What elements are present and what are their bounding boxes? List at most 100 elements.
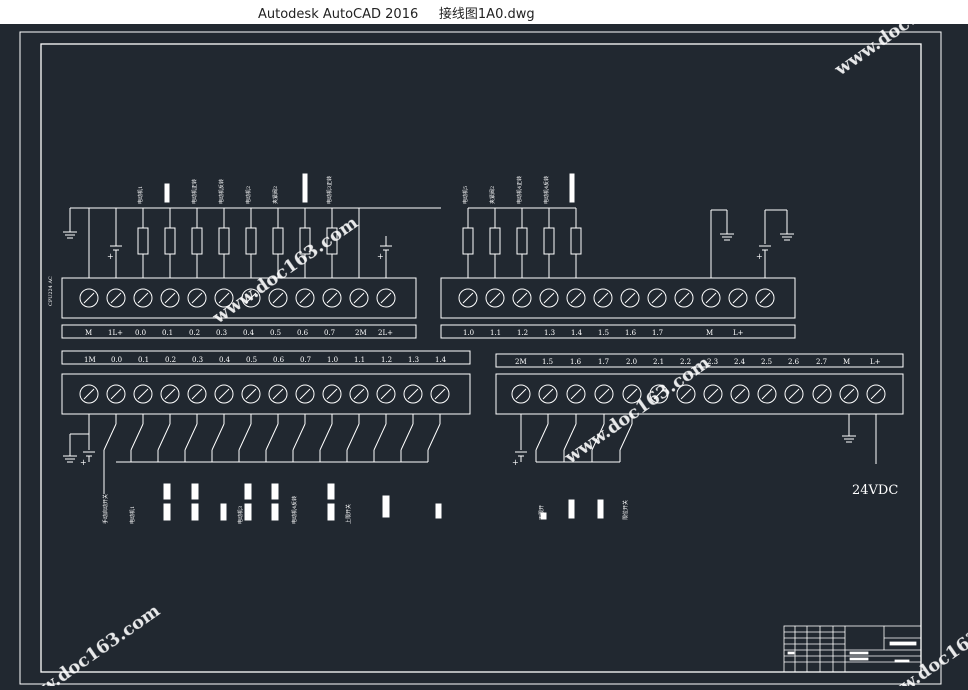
terminal-slot (598, 388, 610, 400)
watermark-bottom-left: www.doc163.com (10, 600, 164, 686)
switch-label-bottom-right: 限位开关 (622, 500, 629, 520)
terminal-slot (299, 292, 311, 304)
terminal-slot (110, 388, 122, 400)
plc-top-left-terminal-block (61, 277, 417, 319)
terminal-screw-bottom-left (160, 384, 180, 404)
load-label-top-left: 电动机正转 (191, 179, 198, 204)
supply-voltage-label: 24VDC (852, 483, 898, 498)
input-label-bottom-left: 0.1 (138, 356, 149, 364)
terminal-screw-bottom-right (594, 384, 614, 404)
switch-contact (619, 423, 633, 451)
output-label-top-left: 0.7 (324, 329, 335, 337)
terminal-screw-top-left (79, 288, 99, 308)
load-label-top-left: 电动机3正转 (326, 176, 333, 204)
load-resistor (516, 227, 528, 255)
terminal-slot (110, 292, 122, 304)
output-label-top-left: M (85, 329, 92, 337)
terminal-slot (380, 388, 392, 400)
title-block (783, 625, 922, 673)
terminal-screw-top-right (485, 288, 505, 308)
terminal-slot (680, 388, 692, 400)
input-label-bottom-right: 2.5 (761, 358, 772, 366)
input-label-bottom-left: 0.0 (111, 356, 122, 364)
terminal-screw-top-left (376, 288, 396, 308)
terminal-screw-bottom-left (106, 384, 126, 404)
terminal-screw-bottom-left (133, 384, 153, 404)
input-label-bottom-right: 2.0 (626, 358, 637, 366)
terminal-screw-bottom-right (730, 384, 750, 404)
terminal-screw-bottom-right (703, 384, 723, 404)
terminal-slot (732, 292, 744, 304)
switch-contact (265, 423, 279, 451)
terminal-slot (272, 388, 284, 400)
switch-label-bottom-left: 电动机4反转 (291, 496, 298, 524)
load-label-top-left: 电动机1 (137, 186, 144, 204)
marker-bar (163, 503, 171, 521)
terminal-screw-bottom-right (649, 384, 669, 404)
marker-bar (191, 483, 199, 500)
marker-bar (220, 503, 227, 521)
terminal-screw-top-right (755, 288, 775, 308)
terminal-screw-top-right (593, 288, 613, 308)
terminal-screw-bottom-right (757, 384, 777, 404)
terminal-screw-bottom-left (376, 384, 396, 404)
battery-plus-sign: + (377, 252, 384, 261)
input-label-bottom-left: 1.1 (354, 356, 365, 364)
terminal-slot (515, 388, 527, 400)
terminal-slot (407, 388, 419, 400)
terminal-slot (705, 292, 717, 304)
terminal-screw-top-right (539, 288, 559, 308)
terminal-screw-bottom-right (511, 384, 531, 404)
switch-contact (130, 423, 144, 451)
terminal-screw-bottom-right (622, 384, 642, 404)
terminal-screw-top-right (620, 288, 640, 308)
input-label-bottom-right: L+ (870, 358, 881, 366)
terminal-slot (164, 388, 176, 400)
switch-contact (373, 423, 387, 451)
terminal-screw-top-right (566, 288, 586, 308)
watermark-right-center: www.doc163.com (560, 352, 714, 469)
input-label-bottom-right: 2.6 (788, 358, 800, 366)
load-label-top-left: 夹紧阀2 (272, 186, 279, 204)
watermark-center: www.doc163.com (208, 212, 362, 329)
terminal-slot (434, 388, 446, 400)
load-label-top-right: 电动机4反转 (543, 176, 550, 204)
input-label-bottom-left: 0.4 (219, 356, 231, 364)
switch-label-bottom-left: 电动机3 (237, 506, 244, 524)
plc-top-right-label-strip (440, 324, 796, 339)
output-label-top-left: 1L+ (108, 329, 123, 337)
terminal-slot (626, 388, 638, 400)
terminal-screw-bottom-left (430, 384, 450, 404)
outer-frame (19, 31, 942, 685)
terminal-slot (788, 388, 800, 400)
switch-contact (346, 423, 360, 451)
output-label-top-left: 0.3 (216, 329, 227, 337)
switch-contact (238, 423, 252, 451)
marker-bar (164, 183, 170, 203)
terminal-slot (542, 388, 554, 400)
switch-label-bottom-right: 下限开 (538, 505, 545, 520)
switch-contact (427, 423, 441, 451)
terminal-slot (570, 388, 582, 400)
switch-label-bottom-left: 手动启动开关 (102, 494, 109, 524)
terminal-screw-top-left (241, 288, 261, 308)
plc-bottom-left-terminal-block (61, 373, 471, 415)
output-label-top-left: 0.2 (189, 329, 200, 337)
terminal-slot (707, 388, 719, 400)
terminal-screw-bottom-right (538, 384, 558, 404)
terminal-slot (137, 292, 149, 304)
terminal-slot (678, 292, 690, 304)
marker-bar (568, 499, 575, 519)
input-label-bottom-left: 1.2 (381, 356, 392, 364)
load-resistor (489, 227, 501, 255)
title-bar: Autodesk AutoCAD 2016 接线图1A0.dwg (0, 0, 968, 24)
terminal-screw-bottom-left (295, 384, 315, 404)
input-label-bottom-right: 1.5 (542, 358, 553, 366)
plc-bottom-right-label-strip (495, 353, 904, 368)
load-label-top-left: 电动机反转 (218, 179, 225, 204)
terminal-slot (218, 292, 230, 304)
terminal-screw-top-left (106, 288, 126, 308)
plc-bottom-left-label-strip (61, 350, 471, 365)
switch-contact (563, 423, 577, 451)
